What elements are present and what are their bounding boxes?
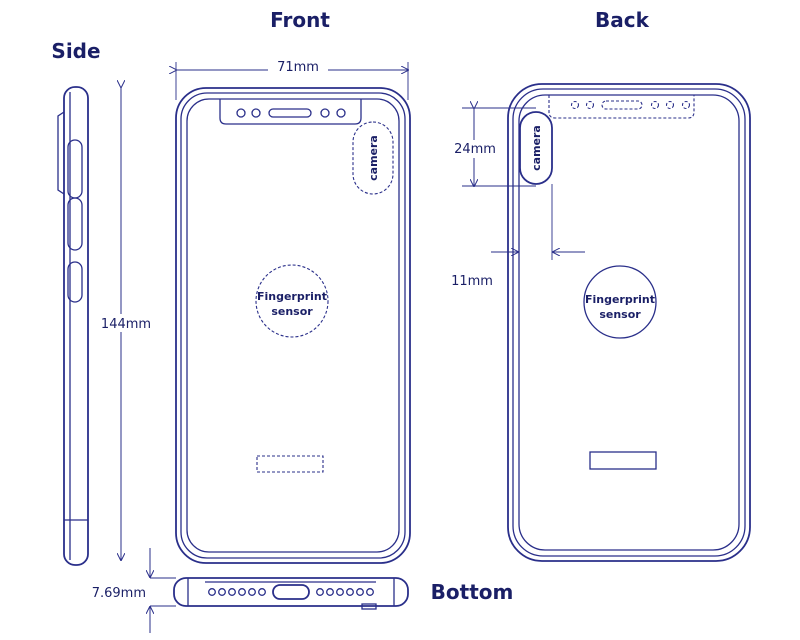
front-screen xyxy=(186,98,400,553)
bottom-speaker-hole xyxy=(248,588,256,596)
side-mute-switch xyxy=(57,111,65,195)
width-label-bg xyxy=(268,58,328,76)
width-label: 71mm xyxy=(277,60,319,75)
bottom-lightning-port xyxy=(272,584,310,600)
camera-offset-dimension: 11mm xyxy=(451,118,585,289)
front-camera-dot xyxy=(320,108,330,118)
bottom-speaker-hole xyxy=(218,588,226,596)
bottom-speaker-hole xyxy=(208,588,216,596)
front-camera-label: camera xyxy=(367,135,380,181)
bottom-speaker-hole xyxy=(258,588,266,596)
height-label: 144mm xyxy=(101,317,151,332)
back-view: camera Fingerprint sensor xyxy=(507,83,751,562)
bottom-mic-hole xyxy=(356,588,364,596)
front-bottom-dashed-rect xyxy=(256,455,324,473)
back-notch-outline xyxy=(548,95,695,119)
side-body-outline xyxy=(63,86,89,566)
back-panel xyxy=(518,94,740,551)
side-title: Side xyxy=(51,39,100,63)
front-sensor-dot xyxy=(336,108,346,118)
back-fingerprint-sensor xyxy=(583,265,657,339)
back-notch-dot xyxy=(681,100,691,110)
back-title: Back xyxy=(595,8,650,32)
front-fingerprint-label-line2: sensor xyxy=(271,305,313,318)
bottom-view xyxy=(173,577,409,610)
back-camera-label: camera xyxy=(530,125,543,171)
front-sensor-dot xyxy=(236,108,246,118)
bottom-speaker-hole xyxy=(238,588,246,596)
bottom-mic-hole xyxy=(346,588,354,596)
bottom-foot xyxy=(361,603,377,610)
back-notch-dot xyxy=(570,100,580,110)
front-bezel xyxy=(180,92,406,559)
back-notch-dot xyxy=(650,100,660,110)
back-camera-module xyxy=(519,111,553,185)
side-volume-down-button xyxy=(67,261,83,303)
bottom-title: Bottom xyxy=(431,580,514,604)
camera-height-label: 24mm xyxy=(454,142,496,157)
front-fingerprint-label-line1: Fingerprint xyxy=(257,290,327,303)
camera-height-dimension: 24mm xyxy=(450,108,536,186)
thickness-dimension: 7.69mm xyxy=(92,548,176,633)
front-sensor-dot xyxy=(251,108,261,118)
camera-offset-label: 11mm xyxy=(451,274,493,289)
front-title: Front xyxy=(270,8,330,32)
front-body-outline xyxy=(175,87,411,564)
height-label-bg xyxy=(96,314,156,332)
back-notch-dot xyxy=(665,100,675,110)
front-camera-outline xyxy=(352,121,394,195)
bottom-mic-hole xyxy=(366,588,374,596)
bottom-mic-hole xyxy=(316,588,324,596)
thickness-label: 7.69mm xyxy=(92,586,146,601)
side-volume-up-button xyxy=(67,197,83,251)
camera-height-label-bg xyxy=(450,140,500,158)
height-dimension: 144mm xyxy=(96,87,156,560)
side-view xyxy=(57,86,89,566)
front-speaker-grille xyxy=(268,108,312,118)
back-bezel xyxy=(512,88,746,557)
back-body-outline xyxy=(507,83,751,562)
back-notch-dot xyxy=(585,100,595,110)
front-notch xyxy=(219,99,362,125)
bottom-speaker-hole xyxy=(228,588,236,596)
back-notch-speaker xyxy=(601,100,643,110)
bottom-mic-hole xyxy=(336,588,344,596)
bottom-mic-hole xyxy=(326,588,334,596)
back-fingerprint-label-line2: sensor xyxy=(599,308,641,321)
back-logo-rect xyxy=(589,451,657,470)
front-view: 71mm camera Fingerprint sensor xyxy=(175,58,411,564)
bottom-body-outline xyxy=(173,577,409,607)
back-fingerprint-label-line1: Fingerprint xyxy=(585,293,655,306)
front-fingerprint-sensor xyxy=(255,264,329,338)
